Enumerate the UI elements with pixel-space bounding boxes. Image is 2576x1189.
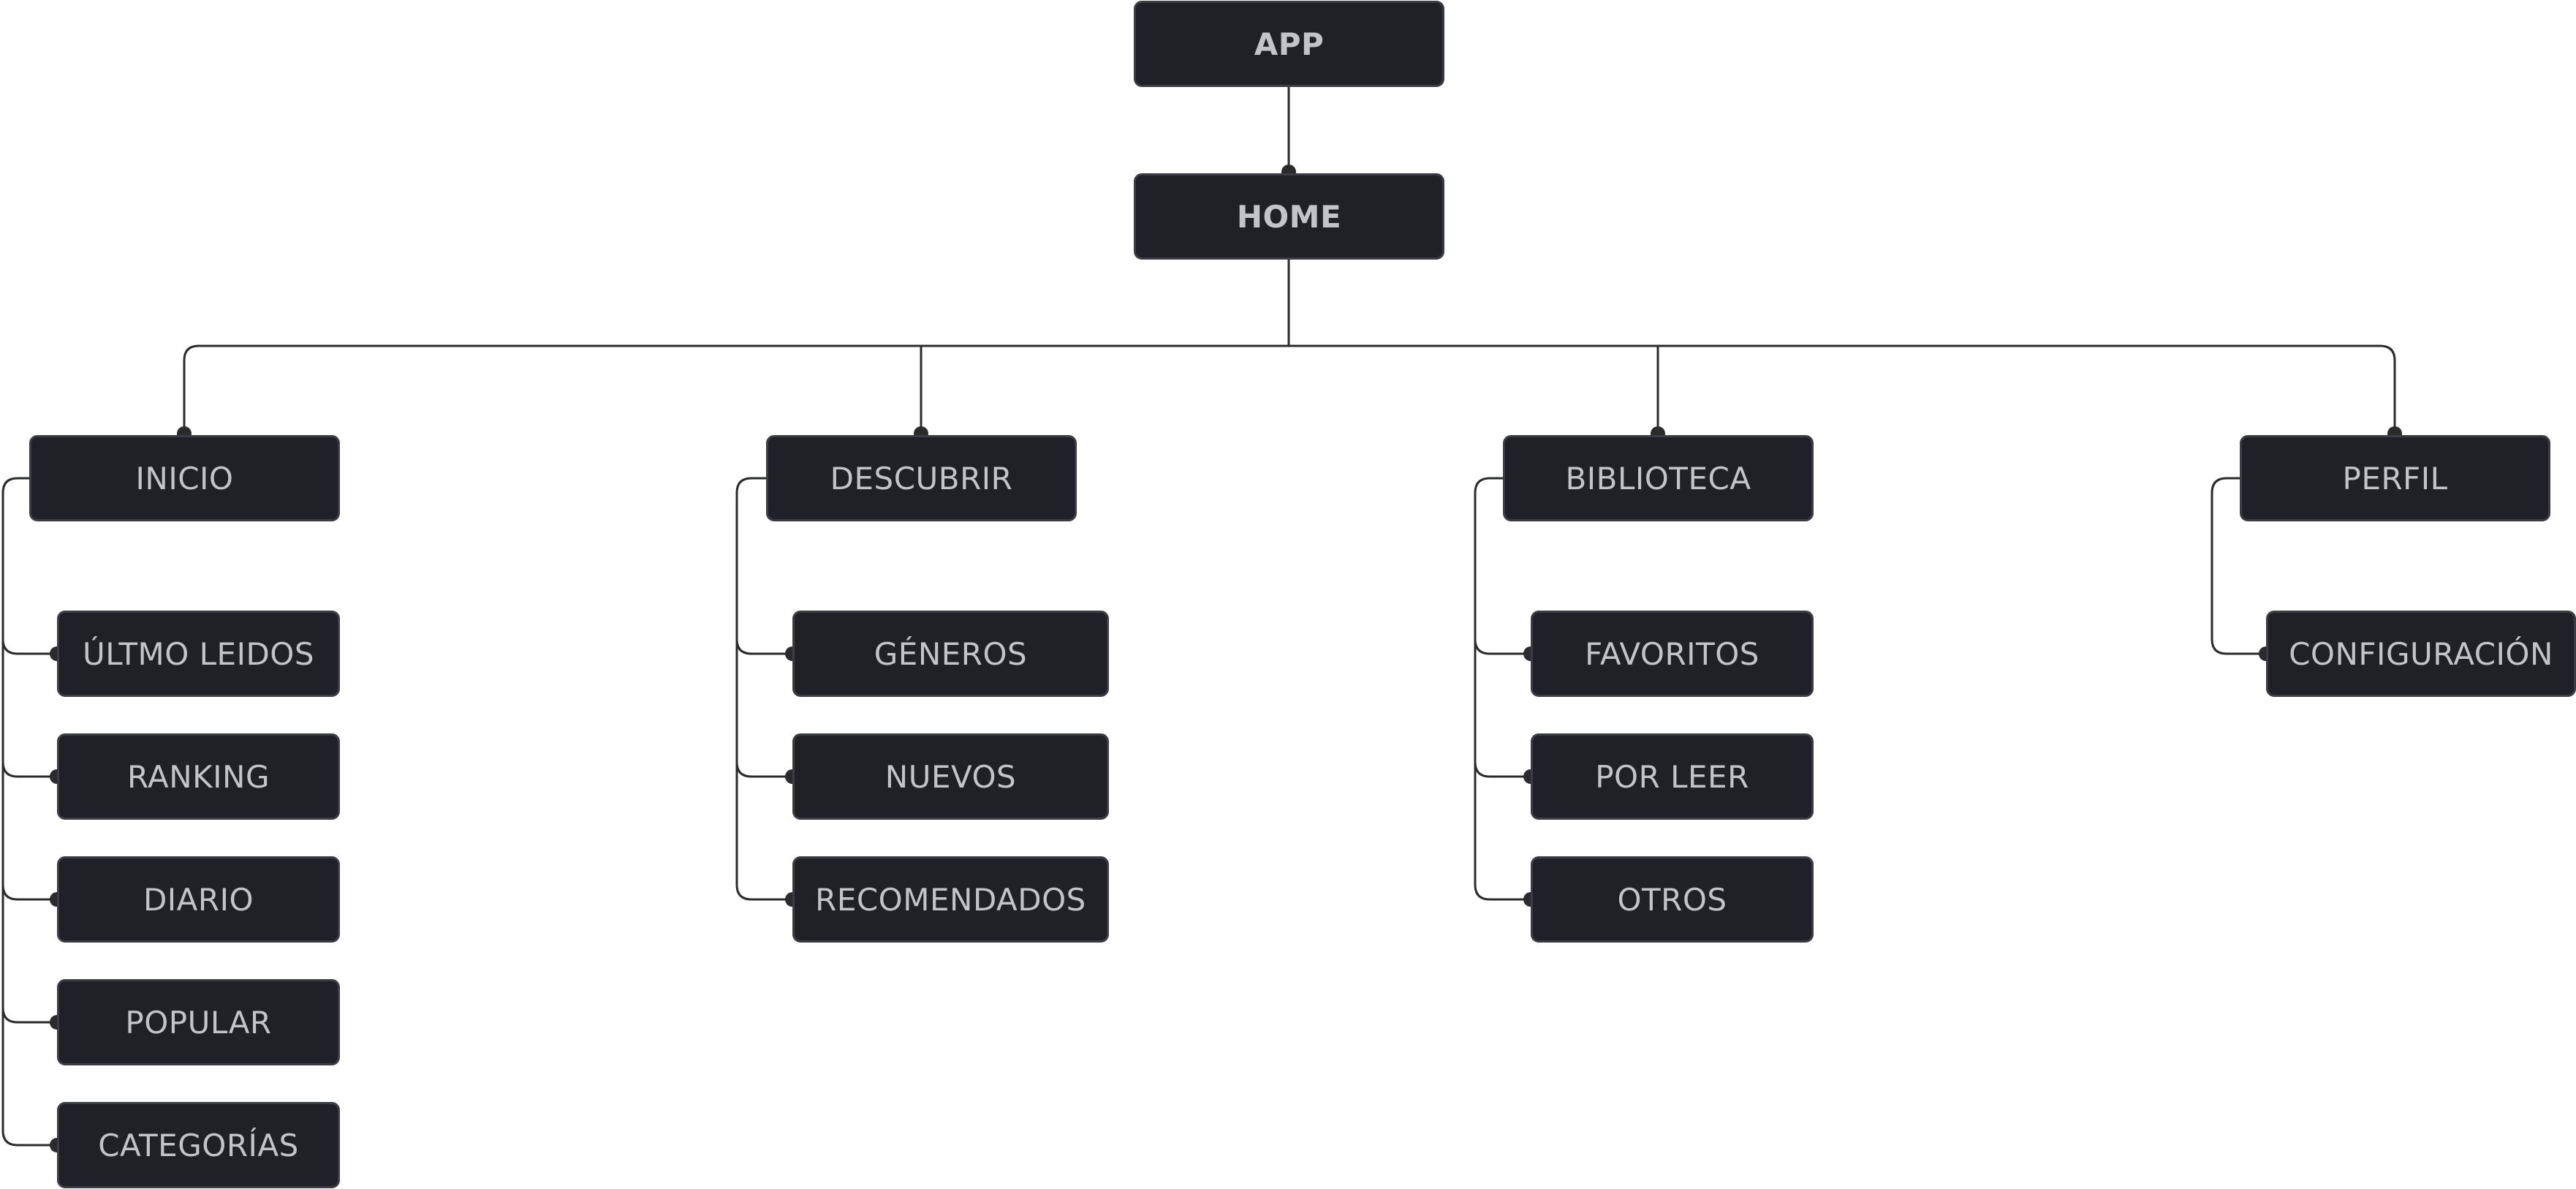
node-app: APP	[1134, 1, 1444, 87]
connector-branch-biblioteca-0	[1474, 638, 1531, 655]
node-descubrir: DESCUBRIR	[766, 435, 1077, 521]
node-ultimo-leidos: ÚLTMO LEIDOS	[57, 611, 340, 697]
node-otros: OTROS	[1531, 856, 1814, 943]
node-perfil: PERFIL	[2240, 435, 2550, 521]
node-inicio: INICIO	[29, 435, 340, 521]
connector-spine-biblioteca	[1474, 477, 1531, 901]
node-favoritos: FAVORITOS	[1531, 611, 1814, 697]
connector-spine-inicio	[1, 477, 57, 1147]
connector-bus	[183, 344, 2396, 434]
node-nuevos: NUEVOS	[792, 733, 1109, 820]
node-ranking: RANKING	[57, 733, 340, 820]
node-biblioteca: BIBLIOTECA	[1503, 435, 1814, 521]
node-popular: POPULAR	[57, 979, 340, 1065]
node-generos: GÉNEROS	[792, 611, 1109, 697]
connector-branch-inicio-2	[1, 884, 57, 901]
node-home: HOME	[1134, 173, 1444, 260]
connector-branch-inicio-0	[1, 638, 57, 655]
node-configuracion: CONFIGURACIÓN	[2266, 611, 2576, 697]
connector-branch-descubrir-0	[735, 638, 792, 655]
node-recomendados: RECOMENDADOS	[792, 856, 1109, 943]
connector-spine-descubrir	[735, 477, 792, 901]
connector-branch-inicio-1	[1, 761, 57, 778]
connector-branch-biblioteca-1	[1474, 761, 1531, 778]
node-categorias: CATEGORÍAS	[57, 1102, 340, 1188]
node-por-leer: POR LEER	[1531, 733, 1814, 820]
connector-spine-perfil	[2211, 477, 2266, 655]
node-diario: DIARIO	[57, 856, 340, 943]
connector-branch-descubrir-1	[735, 761, 792, 778]
connector-branch-inicio-3	[1, 1007, 57, 1024]
